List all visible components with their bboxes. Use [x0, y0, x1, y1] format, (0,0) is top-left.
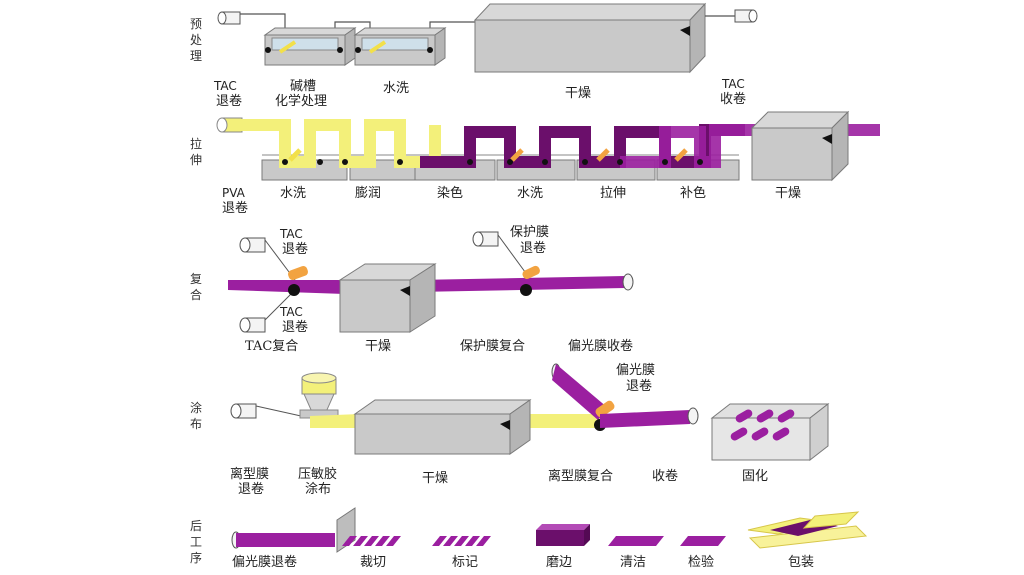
- film-path-pva-yellow: [240, 119, 441, 168]
- film-path-laminate-2: [415, 276, 625, 292]
- label-tac-bottom-1: TAC: [279, 305, 303, 319]
- release-film-roll: [230, 403, 311, 419]
- label-coating-wind: 收卷: [652, 468, 678, 484]
- label-cure: 固化: [742, 469, 768, 484]
- label-tac-wind-1: TAC: [721, 77, 745, 91]
- label-pack: 包装: [788, 555, 814, 570]
- side-label-laminate-2: 合: [190, 287, 202, 302]
- curing-chamber: [710, 402, 830, 462]
- label-pva-unwind-2: 退卷: [222, 200, 248, 216]
- packaging: [747, 511, 868, 549]
- label-psa-coating-1: 压敏胶: [298, 466, 337, 482]
- label-post-unwind: 偏光膜退卷: [232, 554, 297, 570]
- pva-unwind-roll: [216, 117, 243, 133]
- label-release-unwind-2: 退卷: [238, 481, 264, 497]
- label-release-unwind-1: 离型膜: [230, 466, 269, 482]
- label-protect-unwind-1: 保护膜: [510, 225, 549, 240]
- label-fix-color: 补色: [680, 185, 706, 201]
- side-label-post-2: 工: [190, 535, 202, 549]
- film-path-coated-2: [530, 414, 600, 428]
- side-label-coating-1: 涂: [190, 400, 202, 415]
- section-post: 后 工 序: [190, 507, 868, 570]
- label-alkali-1: 碱槽: [290, 79, 316, 94]
- label-cut: 裁切: [360, 554, 386, 570]
- wash-tank: [353, 27, 447, 66]
- cure-rolls: [730, 409, 795, 441]
- edged-stack: [536, 524, 590, 546]
- inspected-piece: [680, 536, 726, 546]
- label-tac-top-2: 退卷: [282, 241, 308, 257]
- alkali-tank: [263, 27, 357, 66]
- label-mark: 标记: [452, 555, 478, 570]
- tac-unwind-roll: [217, 11, 241, 25]
- marked-pieces: [432, 536, 491, 546]
- label-tac-unwind-2: 退卷: [216, 93, 242, 109]
- dryer-box-2: [750, 110, 850, 182]
- label-polarizer-wind: 偏光膜收卷: [568, 338, 633, 354]
- stretch-rollers: [282, 148, 703, 165]
- label-wash-3: 水洗: [517, 186, 543, 201]
- side-label-pretreat-2: 处: [190, 33, 202, 47]
- film-path-laminate: [228, 280, 345, 294]
- dryer-box-4: [353, 399, 532, 455]
- side-label-stretch-1: 拉: [190, 136, 202, 151]
- label-wash-1: 水洗: [383, 81, 409, 96]
- dryer-box-3: [338, 263, 437, 333]
- label-polarizer-unwind-2: 退卷: [626, 378, 652, 394]
- label-clean: 清洁: [620, 555, 646, 570]
- side-label-stretch-2: 伸: [190, 153, 202, 167]
- film-path-laminated: [600, 410, 690, 428]
- label-tac-top-1: TAC: [279, 227, 303, 241]
- label-tac-laminate: TAC复合: [245, 339, 298, 354]
- side-label-laminate-1: 复: [190, 272, 202, 286]
- label-polarizer-unwind-1: 偏光膜: [616, 363, 655, 378]
- cleaned-piece: [608, 536, 664, 546]
- label-swell: 膨润: [355, 186, 381, 201]
- label-stretch: 拉伸: [600, 186, 626, 201]
- nip-rollers-tac: [288, 266, 308, 296]
- section-laminate: 复 合: [190, 225, 634, 354]
- label-tac-bottom-2: 退卷: [282, 319, 308, 335]
- label-dry-2: 干燥: [775, 186, 801, 201]
- label-tac-wind-2: 收卷: [720, 91, 746, 107]
- label-dry-1: 干燥: [565, 86, 591, 101]
- side-label-pretreat-3: 理: [190, 49, 202, 63]
- film-path-pva-magenta: [620, 124, 880, 168]
- label-alkali-2: 化学处理: [275, 93, 327, 109]
- dryer-box-1: [473, 2, 707, 74]
- label-protect-unwind-2: 退卷: [520, 240, 546, 256]
- label-inspect: 检验: [688, 554, 714, 570]
- label-psa-coating-2: 涂布: [305, 481, 331, 497]
- post-unwind-film: [231, 531, 335, 549]
- label-dry-4: 干燥: [422, 471, 448, 486]
- label-tac-unwind-1: TAC: [213, 79, 237, 93]
- tac-wind-roll: [734, 9, 758, 23]
- tac-bottom-roll: [239, 289, 296, 333]
- side-label-post-3: 序: [190, 550, 202, 565]
- film-path-pva-purple: [420, 124, 745, 168]
- section-coating: 涂 布: [190, 363, 830, 497]
- section-pretreat: 预 处 理: [190, 2, 758, 109]
- polarizer-wind-roll: [622, 273, 634, 291]
- cut-pieces: [342, 536, 401, 546]
- label-protect-laminate: 保护膜复合: [460, 339, 525, 354]
- label-release-laminate: 离型膜复合: [548, 468, 613, 484]
- label-wash-2: 水洗: [280, 186, 306, 201]
- label-pva-unwind-1: PVA: [222, 186, 246, 200]
- side-label-post-1: 后: [190, 519, 202, 533]
- coating-wind-roll: [687, 407, 699, 425]
- label-dye: 染色: [437, 185, 463, 201]
- film-path-coated: [310, 414, 360, 428]
- protect-film-roll: [472, 231, 540, 296]
- label-dry-3: 干燥: [365, 339, 391, 354]
- side-label-coating-2: 布: [190, 417, 202, 431]
- section-stretch: 拉 伸: [190, 110, 880, 216]
- label-edge: 磨边: [546, 555, 572, 570]
- side-label-pretreat-1: 预: [190, 17, 202, 31]
- psa-coating-hopper: [299, 372, 339, 419]
